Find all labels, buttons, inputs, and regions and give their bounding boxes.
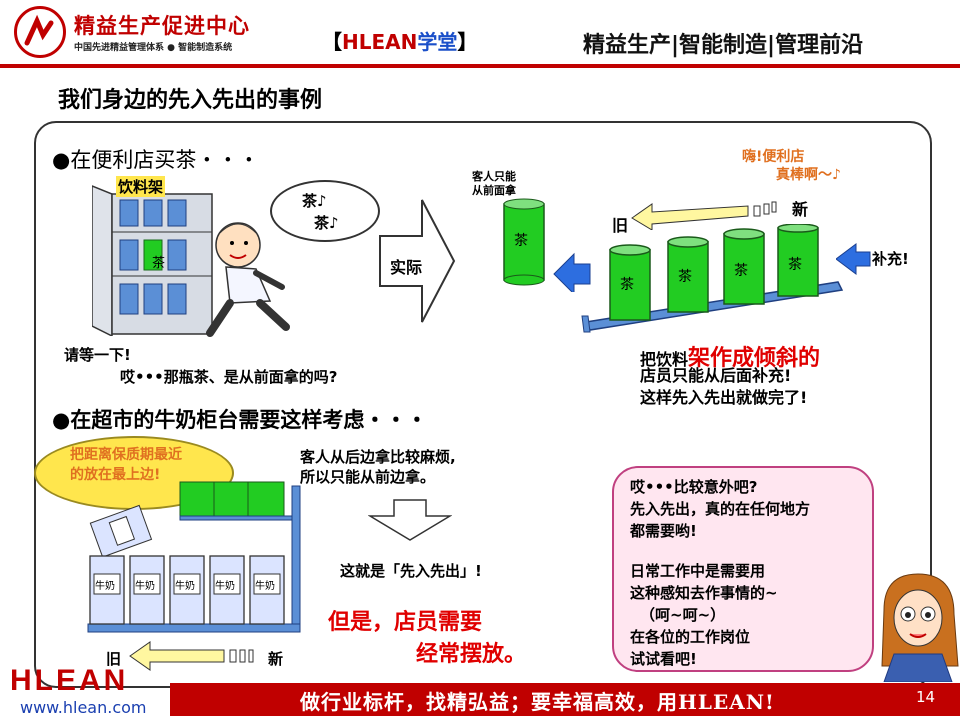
blue-arrow-left-icon: [553, 252, 591, 292]
drink-shelf-illustration: [92, 185, 213, 336]
customer-person-illustration: [206, 222, 290, 337]
milk-label-5: 牛奶: [255, 581, 275, 592]
advice-line-3: 都需要哟!: [630, 522, 697, 540]
section2-heading: ●在超市的牛奶柜台需要这样考虑・・・: [52, 408, 428, 432]
rack-can-label-1: 茶: [620, 277, 634, 293]
actual-label: 实际: [390, 258, 423, 277]
but-text-1: 但是，店员需要: [328, 610, 483, 635]
wait-text: 请等一下!: [64, 346, 131, 364]
thought-text-2: 茶♪: [314, 214, 339, 232]
question-text: 哎•••那瓶茶、是从前面拿的吗?: [120, 368, 338, 386]
down-arrow-icon: [368, 499, 452, 541]
milk-label-4: 牛奶: [215, 581, 235, 592]
tea-can-single-label: 茶: [514, 233, 528, 249]
footer-slogan: 做行业标杆，找精弘益；要幸福高效，用HLEAN!: [300, 690, 775, 714]
customer-front-text-1: 客人只能: [472, 170, 516, 183]
tea-can-single: [503, 198, 545, 286]
milk-label-2: 牛奶: [135, 581, 155, 592]
caption-prefix: 把饮料: [640, 350, 689, 369]
refill-label: 补充!: [872, 250, 909, 268]
section1-heading: ●在便利店买茶・・・: [52, 148, 260, 172]
actual-arrow-icon: [379, 199, 456, 323]
milk-old-new-arrow-icon: [129, 641, 254, 671]
header: [0, 0, 960, 68]
rack-can-label-3: 茶: [734, 263, 748, 279]
but-text-2: 经常摆放。: [416, 642, 527, 667]
advisor-woman-illustration: [881, 573, 959, 682]
advice-line-7: 在各位的工作岗位: [630, 628, 751, 646]
advice-line-4: 日常工作中是需要用: [630, 562, 766, 580]
caption-line-1: 把饮料架作成倾斜的: [640, 340, 820, 372]
caption-emphasis: 架作成倾斜的: [688, 346, 821, 371]
rack-can-label-2: 茶: [678, 269, 692, 285]
header-tagline: 精益生产|智能制造|管理前沿: [583, 33, 864, 58]
thought-bubble: [270, 180, 380, 242]
milk-cabinet-illustration: [87, 481, 301, 633]
advice-line-6: （呵~呵~）: [640, 606, 726, 624]
milk-label-1: 牛奶: [95, 581, 115, 592]
footer-logo: HLEAN: [10, 664, 129, 697]
page-number: 14: [916, 688, 936, 706]
academy-close: 】: [457, 30, 478, 54]
advice-line-8: 试试看吧!: [630, 650, 697, 668]
header-divider: [0, 64, 960, 68]
tip-text-2: 的放在最上边!: [70, 467, 161, 483]
academy-open: 【: [322, 30, 342, 54]
academy-title: 【HLEAN学堂】: [322, 26, 477, 55]
tip-text-1: 把距离保质期最近: [70, 447, 182, 463]
back-text-1: 客人从后边拿比较麻烦,: [300, 448, 456, 466]
caption-line-2: 店员只能从后面补充!: [640, 366, 792, 385]
footer-url-link[interactable]: www.hlean.com: [20, 698, 147, 717]
logo-title: 精益生产促进中心: [74, 14, 250, 38]
thought-text-1: 茶♪: [302, 192, 327, 210]
milk-old-label: 旧: [106, 650, 122, 668]
footer-bar: [170, 683, 960, 716]
shelf-label: 饮料架: [116, 176, 166, 197]
rack-can-label-4: 茶: [788, 257, 802, 273]
exclaim-text-2: 真棒啊～♪: [776, 167, 841, 183]
logo-icon: [14, 6, 66, 58]
old-new-arrow-icon: [631, 201, 777, 230]
advice-bubble: [612, 466, 874, 672]
logo-subtitle: 中国先进精益管理体系 ● 智能制造系统: [74, 43, 233, 53]
fifo-text: 这就是「先入先出」!: [340, 562, 482, 580]
rack-old-label: 旧: [612, 216, 629, 235]
customer-front-text-2: 从前面拿: [472, 184, 516, 197]
rack-new-label: 新: [792, 200, 809, 219]
milk-new-label: 新: [268, 650, 284, 668]
academy-brand: HLEAN: [342, 30, 418, 54]
exclaim-text-1: 嗨!便利店: [742, 149, 805, 165]
tilted-rack-illustration: [581, 224, 844, 333]
advice-line-1: 哎•••比较意外吧?: [630, 478, 758, 496]
milk-label-3: 牛奶: [175, 581, 195, 592]
back-text-2: 所以只能从前边拿。: [300, 468, 436, 486]
academy-school: 学堂: [417, 30, 458, 54]
advice-line-5: 这种感知去作事情的~: [630, 584, 778, 602]
caption-line-3: 这样先入先出就做完了!: [640, 388, 808, 407]
refill-arrow-icon: [836, 243, 871, 275]
shelf-tea-label: 茶: [152, 256, 166, 271]
page-title: 我们身边的先入先出的事例: [58, 88, 323, 113]
advice-line-2: 先入先出，真的在任何地方: [630, 500, 811, 518]
